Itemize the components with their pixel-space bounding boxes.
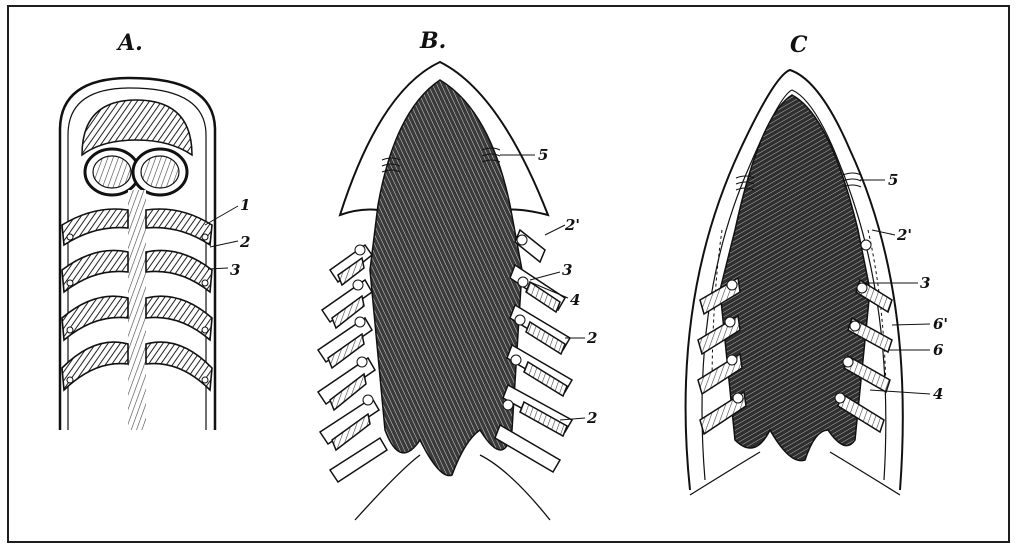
callout-c-3: 3 <box>920 274 930 292</box>
callout-c-6prime: 6' <box>933 315 948 333</box>
callout-b-4: 4 <box>570 291 580 309</box>
panel-a: A. <box>60 30 250 430</box>
callout-b-2prime: 2' <box>564 216 580 234</box>
panel-a-title: A. <box>116 30 143 56</box>
callout-b-2b: 2 <box>586 409 597 427</box>
callout-c-5: 5 <box>888 171 898 189</box>
panel-c-title: C <box>790 32 808 58</box>
callout-b-5: 5 <box>538 146 548 164</box>
panel-c-drawing <box>686 70 930 495</box>
callout-b-3: 3 <box>562 261 572 279</box>
callout-c-6: 6 <box>933 341 944 359</box>
panel-b-title: B. <box>419 28 446 54</box>
callout-c-2prime: 2' <box>896 226 912 244</box>
callout-a-1: 1 <box>240 196 250 214</box>
callout-a-3: 3 <box>230 261 240 279</box>
panel-b-drawing <box>318 62 585 520</box>
callout-c-4: 4 <box>933 385 943 403</box>
panel-c: C <box>686 32 948 495</box>
callout-b-2a: 2 <box>586 329 597 347</box>
panel-a-drawing <box>60 78 238 430</box>
panel-b: B. <box>318 28 597 520</box>
callout-a-2: 2 <box>239 233 250 251</box>
